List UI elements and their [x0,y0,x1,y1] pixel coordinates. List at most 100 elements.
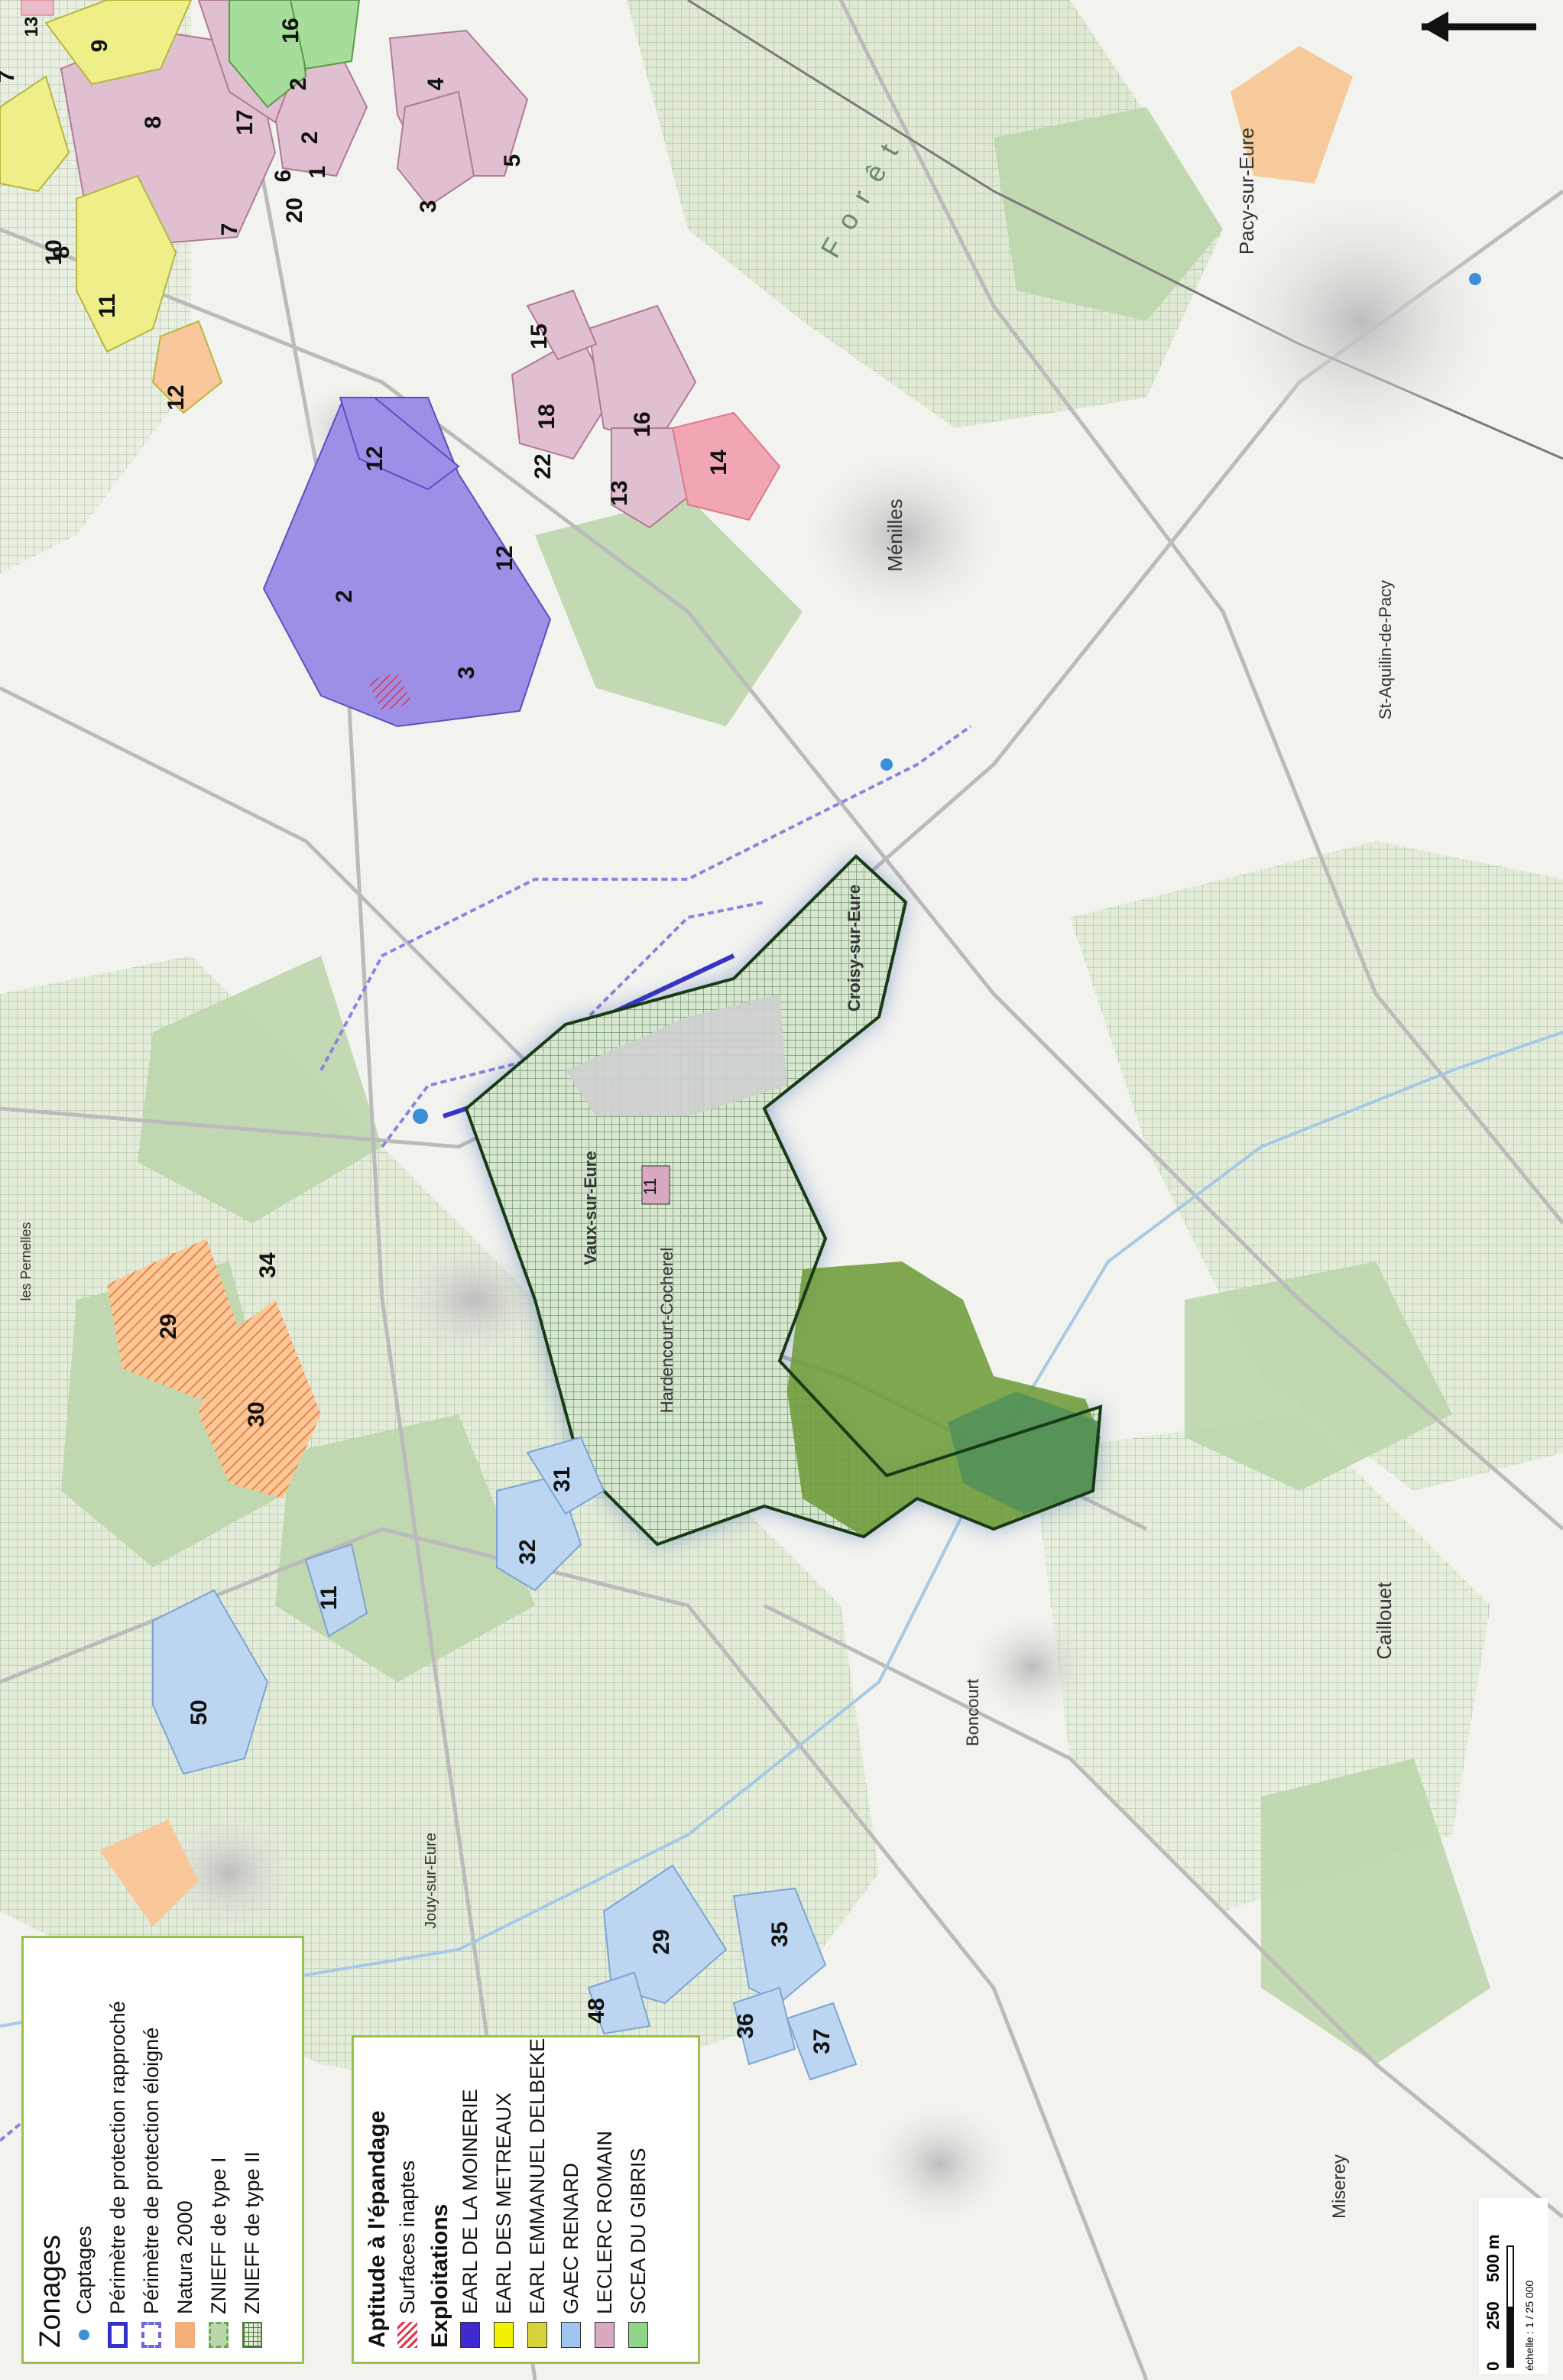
svg-text:les Pernelles: les Pernelles [18,1222,34,1300]
svg-text:16: 16 [630,411,655,437]
scale-bar-graphic [1506,2245,1514,2368]
svg-text:31: 31 [550,1466,575,1492]
svg-text:12: 12 [362,446,388,471]
legend-item-perimetre-rapproche: Périmètre de protection rapproché [101,1952,135,2348]
legend-item-surfaces-inaptes: Surfaces inaptes [391,2051,424,2348]
svg-text:Caillouet: Caillouet [1373,1582,1396,1660]
scale-tick-0: 0 [1484,2361,1503,2371]
svg-text:1: 1 [305,166,330,179]
svg-text:48: 48 [584,1998,609,2023]
svg-text:2: 2 [286,78,311,91]
svg-text:3: 3 [416,200,441,213]
svg-text:4: 4 [423,77,449,90]
north-arrow-icon [1422,11,1536,42]
svg-text:29: 29 [156,1313,181,1339]
gibris-swatch [628,2322,648,2348]
captage-marker [1469,273,1481,285]
svg-text:Jouy-sur-Eure: Jouy-sur-Eure [423,1833,439,1929]
legend-item-renard: GAEC RENARD [554,2051,588,2348]
svg-text:11: 11 [95,294,120,318]
svg-text:2: 2 [297,132,323,144]
inapte-hatch-swatch [397,2322,417,2348]
svg-text:Vaux-sur-Eure: Vaux-sur-Eure [581,1151,600,1265]
legend-item-moinerie: EARL DE LA MOINERIE [453,2051,487,2348]
perimeter-solid-icon [108,2322,128,2348]
svg-text:3: 3 [454,667,479,680]
parcel-label-top: 13 [21,17,42,37]
svg-text:34: 34 [255,1252,280,1278]
svg-text:11: 11 [316,1586,342,1610]
legend-item-captages: Captages [67,1952,101,2348]
legend-item-natura-2000: Natura 2000 [168,1952,202,2348]
legend-item-delbeke: EARL EMMANUEL DELBEKE [520,2038,554,2348]
parcels-delbeke [0,0,223,414]
svg-text:10: 10 [41,239,66,265]
svg-text:15: 15 [527,323,552,349]
captage-marker [880,758,893,771]
svg-text:Ménilles: Ménilles [884,498,906,571]
parcel-numbers: 9 8 7 8 7 6 20 2 1 2 17 16 4 5 3 10 11 1… [0,18,835,2054]
svg-text:20: 20 [282,197,307,222]
svg-text:32: 32 [515,1539,540,1564]
znieff-type-1-areas [61,107,1490,2064]
svg-text:St-Aquilin-de-Pacy: St-Aquilin-de-Pacy [1376,580,1395,719]
svg-text:Miserey: Miserey [1329,2154,1350,2219]
svg-text:9: 9 [87,40,112,53]
svg-text:50: 50 [186,1700,212,1725]
svg-text:22: 22 [530,453,556,479]
svg-text:Croisy-sur-Eure: Croisy-sur-Eure [845,885,864,1011]
leclerc-swatch [595,2322,614,2348]
znieff-2-swatch [242,2322,262,2348]
legend-item-znieff-2: ZNIEFF de type II [235,1952,269,2348]
svg-text:Boncourt: Boncourt [963,1679,982,1746]
legend-exploitations-title: Exploitations [427,2203,452,2348]
svg-text:7: 7 [0,70,19,83]
captage-dot-icon [74,2322,94,2348]
legend-zonages-title: Zonages [34,2235,66,2348]
legend-item-leclerc: LECLERC ROMAIN [588,2051,621,2348]
svg-text:37: 37 [809,2028,835,2054]
svg-text:6: 6 [271,170,296,183]
svg-text:Hardencourt-Cocherel: Hardencourt-Cocherel [657,1248,676,1413]
metreaux-swatch [494,2322,514,2348]
legend-item-gibris: SCEA DU GIBRIS [621,2051,655,2348]
svg-text:30: 30 [244,1401,269,1427]
svg-text:35: 35 [767,1921,793,1947]
scale-bar: 0 250 500 m échelle : 1 / 25 000 [1479,2198,1548,2374]
legend-item-metreaux: EARL DES METREAUX [487,2051,520,2348]
legend-exploitations: Aptitude à l'épandage Surfaces inaptes E… [352,2035,700,2364]
scale-tick-500: 500 m [1484,2234,1503,2282]
river [0,1031,1563,2028]
legend-zonages: Zonages Captages Périmètre de protection… [21,1936,304,2364]
legend-aptitude-title: Aptitude à l'épandage [365,2110,390,2348]
natura-2000 [99,46,1353,1927]
captage-marker [413,1109,428,1124]
svg-text:16: 16 [278,18,303,43]
znieff-1-swatch [209,2322,229,2348]
parcel-inapte [671,411,781,521]
svg-text:2: 2 [332,590,357,603]
study-area: 11 [464,854,1103,1547]
svg-text:29: 29 [649,1929,674,1954]
svg-text:5: 5 [500,154,525,167]
svg-text:12: 12 [492,545,517,570]
parcels-moinerie [262,397,552,728]
parcel-label: 11 [640,1178,660,1196]
svg-text:7: 7 [217,223,242,236]
svg-text:8: 8 [141,116,166,129]
moinerie-swatch [460,2322,480,2348]
svg-text:18: 18 [534,404,559,429]
scale-tick-250: 250 [1484,2301,1503,2330]
svg-text:36: 36 [733,2013,758,2038]
svg-text:14: 14 [706,450,731,476]
svg-text:Pacy-sur-Eure: Pacy-sur-Eure [1235,128,1258,255]
svg-text:17: 17 [232,109,258,135]
delbeke-swatch [527,2322,547,2348]
natura-swatch [175,2322,195,2348]
parcels-renard [152,1436,858,2081]
scale-echelle: échelle : 1 / 25 000 [1523,2280,1535,2371]
svg-text:13: 13 [607,480,632,505]
svg-text:8: 8 [49,246,74,259]
renard-swatch [561,2322,581,2348]
